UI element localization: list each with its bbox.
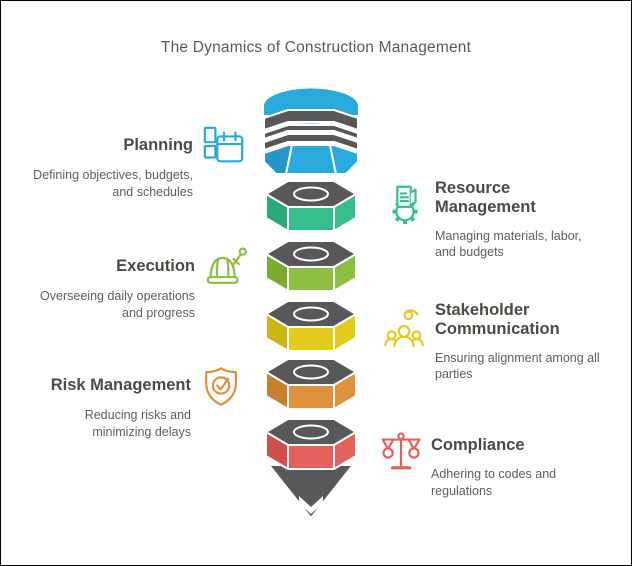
- compliance-heading: Compliance: [431, 436, 525, 454]
- stakeholder-communication-description: Ensuring alignment among all parties: [435, 350, 600, 381]
- funnel-segment-stakeholder-communication: [265, 300, 357, 352]
- nut-right-facet: [333, 253, 357, 292]
- drum-right-facet: [329, 144, 359, 175]
- hard-hat-icon: [203, 244, 249, 290]
- nut-hole: [293, 186, 329, 202]
- funnel-segment-resource-management: [265, 180, 357, 232]
- risk-management-heading: Risk Management: [50, 376, 191, 394]
- label-block-resource-management: Resource Management Managing materials, …: [382, 179, 612, 260]
- resource-management-heading: Resource Management: [435, 179, 536, 217]
- shield-check-icon: [199, 363, 245, 409]
- label-block-compliance: Compliance Adhering to codes and regulat…: [378, 429, 598, 499]
- funnel-spout: [268, 464, 354, 519]
- funnel-segment-execution: [265, 240, 357, 292]
- nut-hole: [293, 364, 329, 380]
- resource-management-description: Managing materials, labor, and budgets: [435, 228, 582, 259]
- execution-description: Overseeing daily operations and progress: [40, 289, 195, 320]
- gear-document-icon: [382, 181, 428, 227]
- funnel-graphic: [263, 88, 359, 519]
- nut-front-facet: [287, 384, 335, 410]
- funnel-segment-planning: [263, 88, 359, 175]
- label-block-stakeholder-communication: Stakeholder Communication Ensuring align…: [382, 301, 617, 382]
- nut-front-facet: [287, 444, 335, 470]
- nut-hole: [293, 246, 329, 262]
- nut-right-facet: [333, 313, 357, 352]
- label-block-planning: Planning Defining objectives, budgets, a…: [19, 123, 247, 200]
- planning-description: Defining objectives, budgets, and schedu…: [33, 168, 193, 199]
- nut-hole: [293, 424, 329, 440]
- stakeholder-communication-heading: Stakeholder Communication: [435, 301, 560, 339]
- risk-management-description: Reducing risks and minimizing delays: [84, 408, 191, 439]
- spout-notch: [299, 496, 323, 514]
- drum-band-2: [263, 124, 359, 140]
- nut-right-facet: [333, 431, 357, 470]
- label-block-risk-management: Risk Management Reducing risks and minim…: [19, 363, 245, 440]
- nut-front-facet: [287, 326, 335, 352]
- scales-icon: [378, 429, 424, 475]
- nut-front-facet: [287, 266, 335, 292]
- nut-right-facet: [333, 371, 357, 410]
- compliance-description: Adhering to codes and regulations: [431, 467, 557, 498]
- label-block-execution: Execution Overseeing daily operations an…: [19, 244, 249, 321]
- people-group-icon: [382, 306, 428, 352]
- drum-band-1: [263, 109, 359, 131]
- nut-right-facet: [333, 193, 357, 232]
- drum-front-facet: [285, 144, 337, 175]
- funnel-segment-compliance: [265, 418, 357, 470]
- nut-hole: [293, 306, 329, 322]
- page-title: The Dynamics of Construction Management: [160, 39, 472, 56]
- nut-front-facet: [287, 206, 335, 232]
- planning-heading: Planning: [123, 136, 193, 154]
- execution-heading: Execution: [116, 257, 195, 275]
- funnel-segment-risk-management: [265, 358, 357, 410]
- calendar-checklist-icon: [201, 123, 247, 169]
- drum-band-3: [263, 133, 359, 151]
